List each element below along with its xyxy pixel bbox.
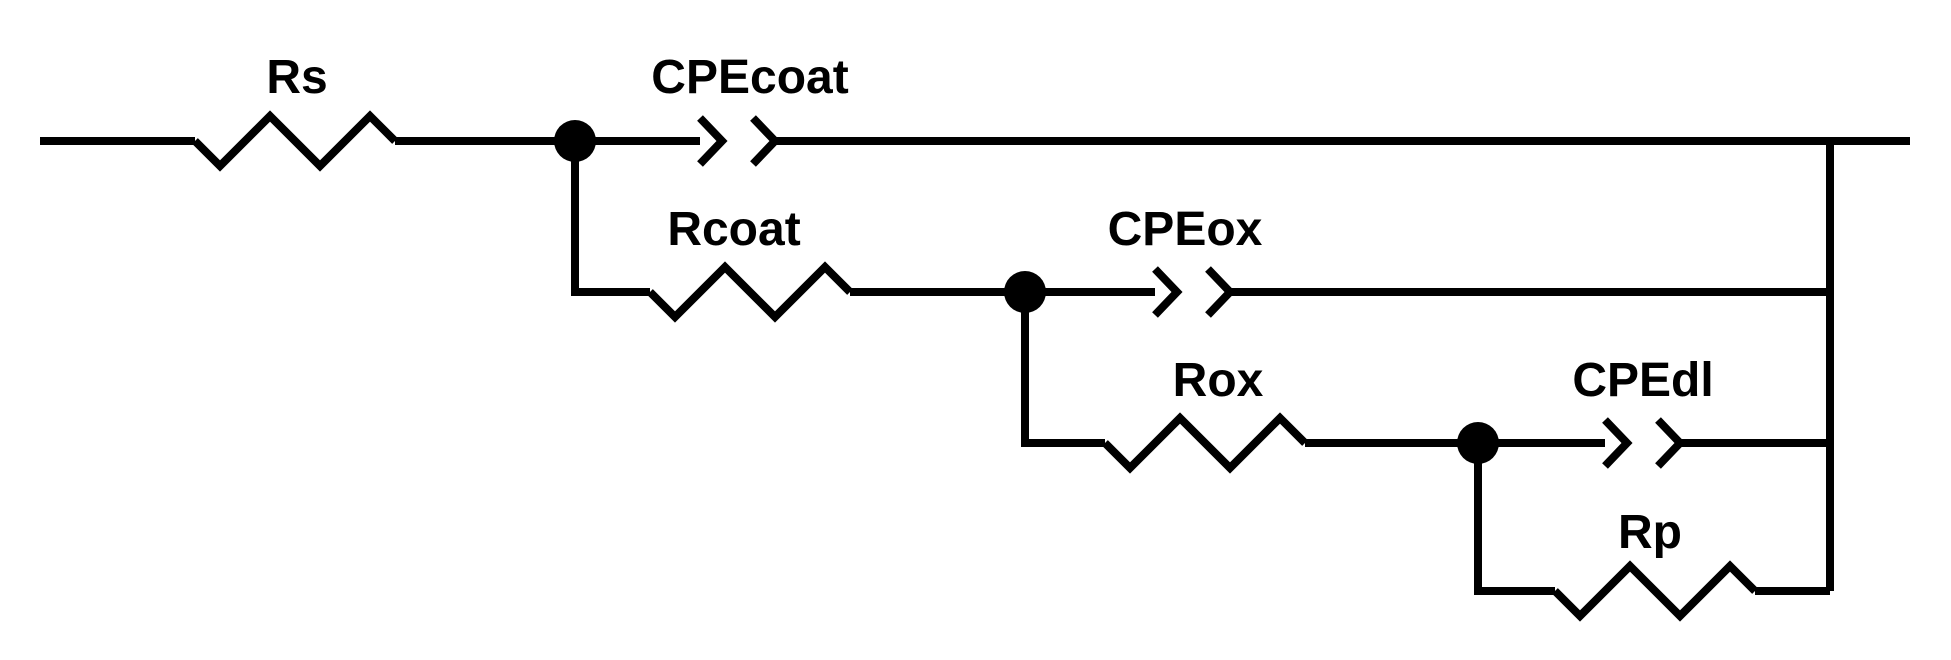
resistor-symbol xyxy=(647,261,853,323)
component-label: CPEcoat xyxy=(651,51,848,104)
resistor-rs: Rs xyxy=(192,51,398,172)
junction-nodes xyxy=(554,120,1499,464)
component-label: Rp xyxy=(1618,506,1682,559)
cpe-symbol-left xyxy=(697,115,728,167)
resistor-rox: Rox xyxy=(1102,354,1308,474)
cpe-dl: CPEdl xyxy=(1572,354,1714,469)
component-label: CPEox xyxy=(1108,203,1263,256)
wire-node-1-to-rcoat xyxy=(571,141,650,296)
resistor-symbol xyxy=(192,110,398,172)
resistor-symbol xyxy=(1102,412,1308,474)
wires xyxy=(40,137,1910,595)
cpe-symbol-left xyxy=(1602,417,1633,469)
resistor-rp: Rp xyxy=(1552,506,1758,622)
resistor-symbol xyxy=(1552,560,1758,622)
cpe-coat: CPEcoat xyxy=(651,51,849,167)
component-label: Rox xyxy=(1173,354,1264,407)
wire-node-3-to-rp xyxy=(1474,443,1555,595)
junction-node xyxy=(1004,271,1046,313)
resistor-rcoat: Rcoat xyxy=(647,203,853,323)
junction-node xyxy=(554,120,596,162)
cpe-symbol-right xyxy=(1655,417,1686,469)
cpe-symbol-right xyxy=(1205,266,1236,318)
wire-node-2-to-rox xyxy=(1021,292,1105,447)
cpe-ox: CPEox xyxy=(1108,203,1263,318)
junction-node xyxy=(1457,422,1499,464)
component-label: Rcoat xyxy=(667,203,800,256)
component-label: CPEdl xyxy=(1572,354,1713,407)
cpe-symbol-right xyxy=(750,115,781,167)
component-label: Rs xyxy=(266,51,327,104)
cpe-symbol-left xyxy=(1152,266,1183,318)
